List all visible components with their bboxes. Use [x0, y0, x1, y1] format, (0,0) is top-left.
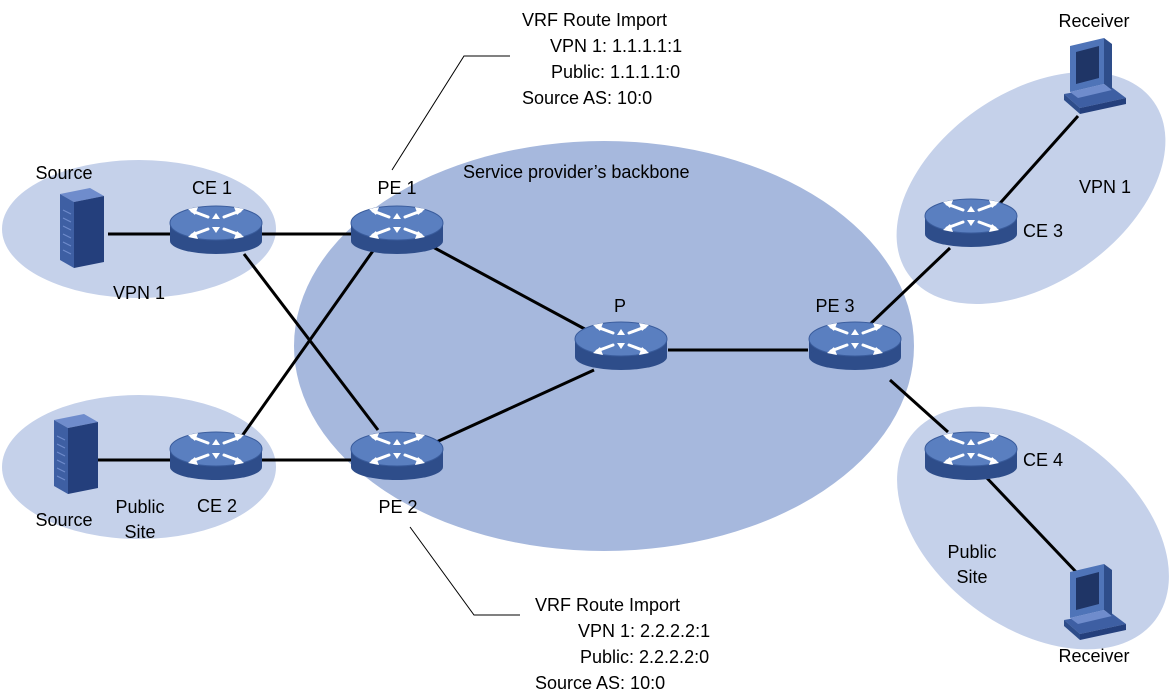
- link-ce2-pe1: [240, 247, 377, 437]
- site-public-left-label-line2: Site: [124, 522, 156, 542]
- source-server-icon-2[interactable]: [53, 413, 99, 495]
- ce3-label: CE 3: [1023, 221, 1064, 241]
- site-public-right-label-line1: Public: [947, 542, 997, 562]
- callout-line-pe1: [391, 55, 510, 171]
- source-label-1: Source: [35, 163, 93, 183]
- link-pe3-ce3: [862, 246, 952, 332]
- links: [98, 115, 1080, 576]
- link-ce4-receiver2: [983, 474, 1080, 576]
- site-public-right-label-line2: Site: [956, 567, 988, 587]
- link-pe3-ce4: [888, 378, 950, 434]
- receiver-pc-icon-1[interactable]: [1064, 38, 1126, 114]
- ce1-label: CE 1: [191, 178, 233, 198]
- site-vpn1-left-label: VPN 1: [112, 283, 166, 303]
- router-pe2-icon[interactable]: [349, 430, 445, 482]
- router-p-icon[interactable]: [573, 320, 669, 372]
- receiver-label-2: Receiver: [1058, 646, 1130, 666]
- pe1-vrf-public: Public: 1.1.1.1:0: [551, 62, 681, 82]
- pe2-vrf-vpn: VPN 1: 2.2.2.2:1: [578, 621, 711, 641]
- callout-line-pe2: [409, 526, 520, 616]
- source-label-2: Source: [35, 510, 93, 530]
- pe1-label: PE 1: [377, 178, 417, 198]
- pe2-label: PE 2: [378, 497, 418, 517]
- p-label: P: [613, 296, 627, 316]
- router-ce1-icon[interactable]: [168, 204, 264, 256]
- backbone-label: Service provider’s backbone: [463, 162, 690, 182]
- link-ce1-pe2: [242, 253, 380, 431]
- pe2-vrf-public: Public: 2.2.2.2:0: [580, 647, 710, 667]
- pe1-vrf-vpn: VPN 1: 1.1.1.1:1: [550, 36, 683, 56]
- router-pe3-icon[interactable]: [807, 320, 903, 372]
- ce4-label: CE 4: [1023, 450, 1064, 470]
- pe3-label: PE 3: [815, 296, 855, 316]
- router-pe1-icon[interactable]: [349, 204, 445, 256]
- pe1-vrf-title: VRF Route Import: [522, 10, 668, 30]
- site-public-left-label-line1: Public: [115, 497, 165, 517]
- link-pe2-p: [431, 368, 595, 446]
- pe2-vrf-source-as: Source AS: 10:0: [535, 673, 666, 693]
- pe2-vrf-title: VRF Route Import: [535, 595, 681, 615]
- ce2-label: CE 2: [196, 496, 238, 516]
- receiver-label-1: Receiver: [1058, 11, 1130, 31]
- router-ce4-icon[interactable]: [923, 430, 1019, 482]
- pe1-vrf-source-as: Source AS: 10:0: [522, 88, 653, 108]
- router-ce3-icon[interactable]: [923, 197, 1019, 249]
- router-ce2-icon[interactable]: [168, 430, 264, 482]
- link-pe1-p: [430, 244, 595, 336]
- site-vpn1-right-label: VPN 1: [1078, 177, 1132, 197]
- source-server-icon-1[interactable]: [59, 187, 105, 269]
